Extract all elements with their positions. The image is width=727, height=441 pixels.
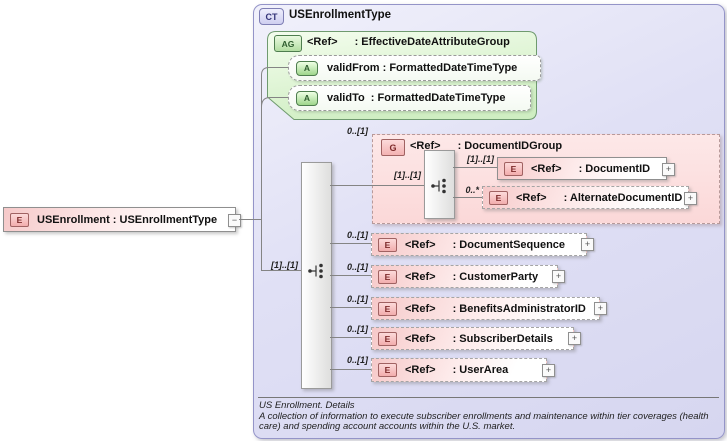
element-documentsequence[interactable]: E <Ref> : DocumentSequence (371, 233, 587, 256)
attribute-group-ref: <Ref> (307, 36, 338, 48)
element-type: : BenefitsAdministratorID (452, 302, 586, 315)
element-ref: <Ref> (405, 364, 436, 376)
element-ref: <Ref> (516, 191, 547, 204)
expand-icon[interactable]: + (568, 332, 581, 345)
annotation-divider (258, 397, 719, 398)
attribute-icon: A (296, 90, 318, 106)
sequence-compositor[interactable] (424, 150, 455, 219)
attribute-label: validTo : FormattedDateTimeType (327, 92, 506, 104)
element-ref: <Ref> (405, 332, 436, 345)
group-ref: <Ref> (410, 140, 441, 152)
expand-icon[interactable]: + (684, 192, 697, 205)
annotation-title: US Enrollment. Details (259, 400, 355, 411)
cardinality-label: [1]..[1] (467, 154, 494, 164)
cardinality-label: 0..[1] (346, 355, 368, 365)
sequence-icon (307, 263, 323, 279)
group-icon: G (381, 139, 405, 156)
expand-icon[interactable]: + (594, 302, 607, 315)
element-type: : DocumentSequence (452, 238, 566, 251)
attribute-icon: A (296, 60, 318, 76)
attribute-validfrom[interactable]: A validFrom : FormattedDateTimeType (288, 55, 541, 81)
element-userarea[interactable]: E <Ref> : UserArea (371, 358, 547, 382)
annotation-text: A collection of information to execute s… (259, 411, 709, 422)
element-ref: <Ref> (405, 270, 436, 283)
group-header: <Ref> : DocumentIDGroup (410, 140, 562, 152)
element-icon: E (378, 331, 397, 346)
sequence-compositor[interactable] (301, 162, 332, 389)
element-benefitsadministratorid[interactable]: E <Ref> : BenefitsAdministratorID (371, 297, 600, 320)
expand-icon[interactable]: + (581, 238, 594, 251)
complextype-icon: CT (259, 8, 284, 25)
collapse-icon[interactable]: − (228, 214, 241, 227)
annotation-text: care) and spending account accounts with… (259, 421, 516, 432)
expand-icon[interactable]: + (552, 270, 565, 283)
element-label: USEnrollment : USEnrollmentType (37, 213, 218, 226)
element-icon: E (489, 190, 508, 205)
element-ref: <Ref> (405, 302, 436, 315)
element-ref: <Ref> (531, 162, 562, 175)
element-type: : CustomerParty (452, 270, 539, 283)
attribute-label: validFrom : FormattedDateTimeType (327, 62, 518, 74)
element-type: : UserArea (452, 364, 509, 376)
element-ref: <Ref> (405, 238, 436, 251)
element-icon: E (10, 212, 29, 227)
element-icon: E (378, 363, 397, 377)
element-customerparty[interactable]: E <Ref> : CustomerParty (371, 265, 558, 288)
attribute-validto[interactable]: A validTo : FormattedDateTimeType (288, 85, 531, 111)
attribute-group-type: : EffectiveDateAttributeGroup (354, 36, 510, 48)
cardinality-label: 0..* (465, 185, 479, 195)
element-subscriberdetails[interactable]: E <Ref> : SubscriberDetails (371, 327, 574, 350)
sequence-icon (430, 178, 446, 194)
cardinality-label: 0..[1] (346, 230, 368, 240)
element-icon: E (378, 269, 397, 284)
element-icon: E (378, 237, 397, 252)
expand-icon[interactable]: + (542, 364, 555, 377)
expand-icon[interactable]: + (662, 163, 675, 176)
element-icon: E (378, 301, 397, 316)
cardinality-label: 0..[1] (346, 324, 368, 334)
element-alternatedocumentid[interactable]: E <Ref> : AlternateDocumentID (482, 186, 689, 209)
cardinality-label: 0..[1] (346, 126, 368, 136)
cardinality-label: [1]..[1] (271, 260, 298, 270)
cardinality-label: [1]..[1] (394, 170, 421, 180)
attribute-group-header: <Ref> : EffectiveDateAttributeGroup (307, 36, 510, 48)
element-type: : AlternateDocumentID (563, 191, 683, 204)
attribute-group-icon: AG (274, 35, 302, 52)
complextype-title: USEnrollmentType (289, 9, 392, 21)
cardinality-label: 0..[1] (346, 294, 368, 304)
element-icon: E (504, 161, 523, 176)
group-type: : DocumentIDGroup (457, 140, 563, 152)
element-documentid[interactable]: E <Ref> : DocumentID (497, 157, 667, 180)
cardinality-label: 0..[1] (346, 262, 368, 272)
element-type: : SubscriberDetails (452, 332, 553, 345)
element-type: : DocumentID (578, 162, 651, 175)
element-usenrollment[interactable]: E USEnrollment : USEnrollmentType (3, 207, 236, 232)
